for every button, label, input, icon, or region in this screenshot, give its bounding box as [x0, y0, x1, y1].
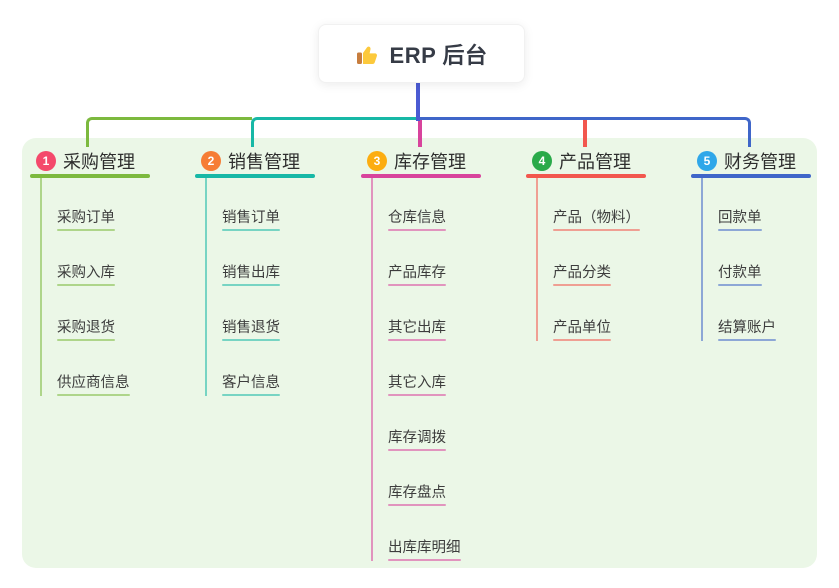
- child-underline: [388, 229, 446, 231]
- branch-trunk-line: [371, 178, 373, 561]
- child-node[interactable]: 采购入库: [40, 262, 128, 286]
- child-node-label: 其它出库: [388, 320, 446, 336]
- child-node-label: 产品分类: [553, 265, 611, 281]
- child-node[interactable]: 采购退货: [40, 317, 128, 341]
- root-node[interactable]: ERP 后台: [318, 24, 525, 83]
- child-underline: [57, 339, 115, 341]
- branch-underline: [30, 174, 150, 178]
- child-node[interactable]: 产品（物料）: [536, 207, 653, 231]
- child-node-label: 采购订单: [57, 210, 115, 226]
- child-node[interactable]: 采购订单: [40, 207, 128, 231]
- branch-header-3[interactable]: 3 库存管理: [367, 148, 466, 174]
- child-underline: [388, 559, 461, 561]
- child-node-label: 供应商信息: [57, 375, 130, 391]
- child-underline: [718, 339, 776, 341]
- child-underline: [388, 504, 446, 506]
- child-node-label: 产品库存: [388, 265, 446, 281]
- child-node[interactable]: 仓库信息: [371, 207, 459, 231]
- child-underline: [718, 284, 762, 286]
- child-node-label: 销售订单: [222, 210, 280, 226]
- child-node[interactable]: 销售订单: [205, 207, 293, 231]
- branch-underline: [691, 174, 811, 178]
- child-node-label: 采购入库: [57, 265, 115, 281]
- child-node-label: 其它入库: [388, 375, 446, 391]
- child-underline: [388, 449, 446, 451]
- branch-label: 采购管理: [63, 152, 135, 172]
- branch-badge: 5: [697, 151, 717, 171]
- child-node[interactable]: 其它入库: [371, 372, 459, 396]
- branch-badge: 1: [36, 151, 56, 171]
- child-underline: [57, 284, 115, 286]
- child-node[interactable]: 回款单: [701, 207, 775, 231]
- branch-trunk-line: [536, 178, 538, 341]
- child-underline: [222, 284, 280, 286]
- branch-label: 销售管理: [228, 152, 300, 172]
- branch-label: 产品管理: [559, 152, 631, 172]
- branch-label: 库存管理: [394, 152, 466, 172]
- child-node[interactable]: 付款单: [701, 262, 775, 286]
- root-label: ERP 后台: [389, 42, 488, 68]
- branch-header-1[interactable]: 1 采购管理: [36, 148, 135, 174]
- branch-header-2[interactable]: 2 销售管理: [201, 148, 300, 174]
- branch-trunk-line: [701, 178, 703, 341]
- connector-branch-3: [418, 119, 422, 147]
- child-underline: [553, 339, 611, 341]
- child-underline: [718, 229, 762, 231]
- branch-label: 财务管理: [724, 152, 796, 172]
- child-node[interactable]: 结算账户: [701, 317, 789, 341]
- connector-branch-1: [86, 117, 252, 147]
- child-node-label: 库存盘点: [388, 485, 446, 501]
- branch-header-4[interactable]: 4 产品管理: [532, 148, 631, 174]
- child-underline: [553, 284, 611, 286]
- child-node[interactable]: 库存调拨: [371, 427, 459, 451]
- connector-branch-4: [583, 119, 587, 147]
- branch-header-5[interactable]: 5 财务管理: [697, 148, 796, 174]
- branch-underline: [361, 174, 481, 178]
- child-node[interactable]: 销售出库: [205, 262, 293, 286]
- child-node[interactable]: 其它出库: [371, 317, 459, 341]
- child-node-label: 结算账户: [718, 320, 776, 336]
- branch-underline: [195, 174, 315, 178]
- child-node[interactable]: 销售退货: [205, 317, 293, 341]
- branch-trunk-line: [40, 178, 42, 396]
- branch-badge: 4: [532, 151, 552, 171]
- child-node[interactable]: 库存盘点: [371, 482, 459, 506]
- child-underline: [553, 229, 640, 231]
- child-node[interactable]: 产品库存: [371, 262, 459, 286]
- branch-underline: [526, 174, 646, 178]
- child-node[interactable]: 产品单位: [536, 317, 624, 341]
- connector-branch-2: [251, 117, 419, 147]
- child-node-label: 客户信息: [222, 375, 280, 391]
- child-node[interactable]: 供应商信息: [40, 372, 143, 396]
- child-underline: [222, 229, 280, 231]
- child-node[interactable]: 出库库明细: [371, 537, 474, 561]
- mindmap-panel: [22, 138, 817, 568]
- child-node-label: 付款单: [718, 265, 762, 281]
- child-node[interactable]: 产品分类: [536, 262, 624, 286]
- branch-badge: 3: [367, 151, 387, 171]
- child-node-label: 回款单: [718, 210, 762, 226]
- thumbs-up-icon: [356, 42, 380, 66]
- child-node-label: 库存调拨: [388, 430, 446, 446]
- child-underline: [57, 229, 115, 231]
- child-underline: [57, 394, 130, 396]
- child-node[interactable]: 客户信息: [205, 372, 293, 396]
- child-underline: [222, 339, 280, 341]
- child-underline: [388, 339, 446, 341]
- child-node-label: 采购退货: [57, 320, 115, 336]
- child-node-label: 产品单位: [553, 320, 611, 336]
- branch-badge: 2: [201, 151, 221, 171]
- child-node-label: 仓库信息: [388, 210, 446, 226]
- connector-root-line: [416, 80, 420, 121]
- branch-trunk-line: [205, 178, 207, 396]
- child-underline: [388, 284, 446, 286]
- child-node-label: 产品（物料）: [553, 210, 640, 226]
- child-node-label: 销售退货: [222, 320, 280, 336]
- child-underline: [222, 394, 280, 396]
- connector-branch-5: [417, 117, 751, 147]
- child-underline: [388, 394, 446, 396]
- child-node-label: 销售出库: [222, 265, 280, 281]
- child-node-label: 出库库明细: [388, 540, 461, 556]
